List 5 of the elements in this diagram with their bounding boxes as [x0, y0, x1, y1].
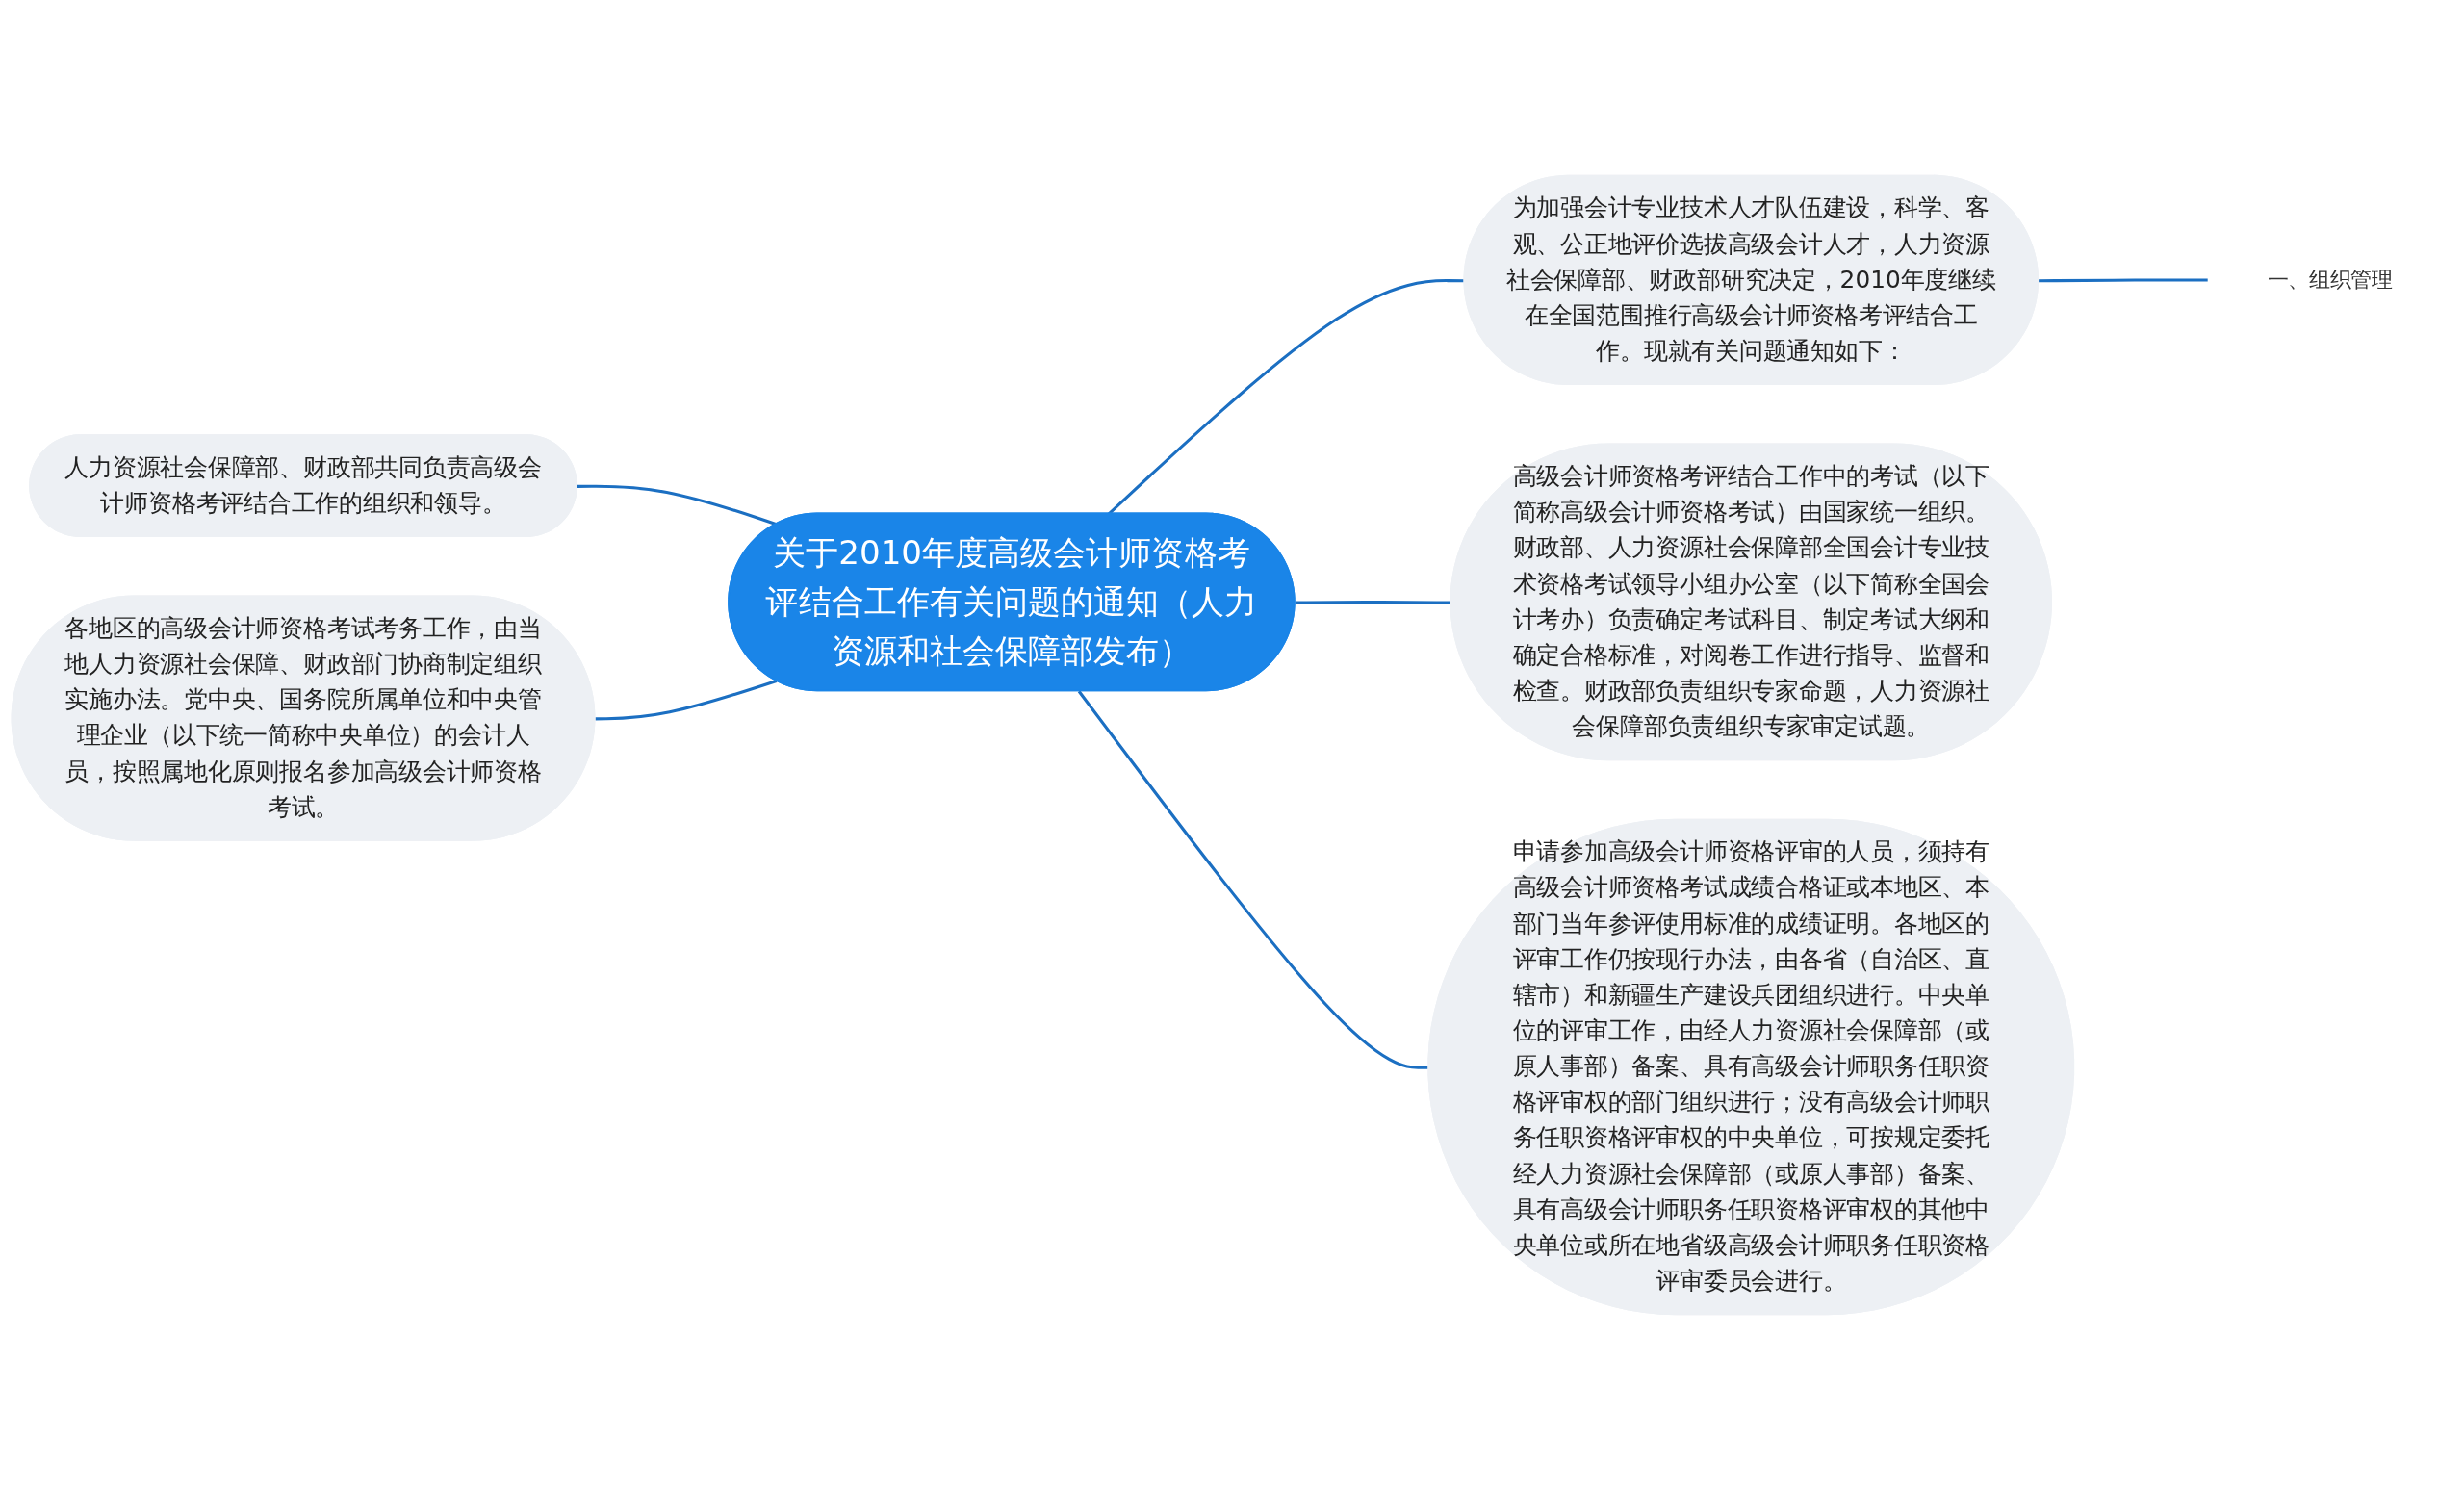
connector	[1077, 690, 1429, 1069]
connector	[2039, 278, 2208, 283]
connector	[595, 680, 778, 721]
node-text: 一、组织管理	[2267, 267, 2393, 292]
connector	[577, 484, 778, 527]
